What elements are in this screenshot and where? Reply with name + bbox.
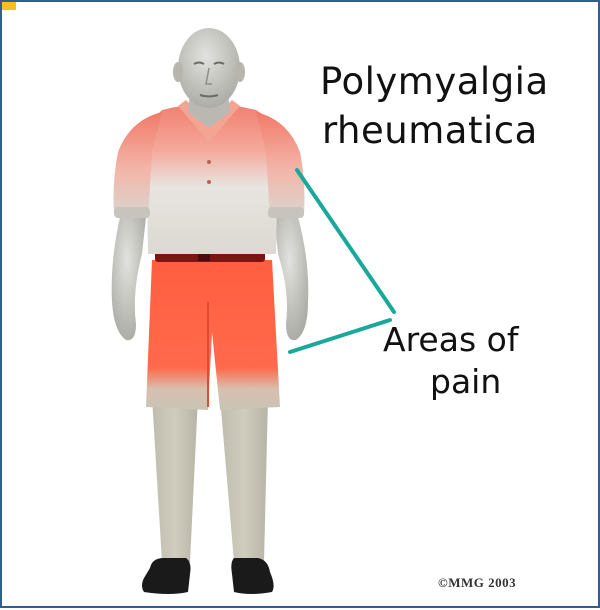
left-forearm	[112, 217, 146, 340]
left-shoe	[142, 558, 191, 594]
right-shoe	[231, 558, 273, 594]
title-line-2: rheumatica	[322, 109, 538, 152]
right-lower-leg	[220, 397, 268, 562]
pointer-line-shoulder	[297, 170, 394, 312]
callout-label-line-2: pain	[430, 362, 501, 401]
right-forearm	[274, 217, 308, 340]
callout-label-line-1: Areas of	[383, 320, 518, 359]
left-lower-leg	[152, 397, 198, 562]
copyright-notice: ©MMG 2003	[438, 575, 516, 591]
hip-pain-area	[146, 260, 280, 410]
title-line-1: Polymyalgia	[320, 60, 549, 103]
